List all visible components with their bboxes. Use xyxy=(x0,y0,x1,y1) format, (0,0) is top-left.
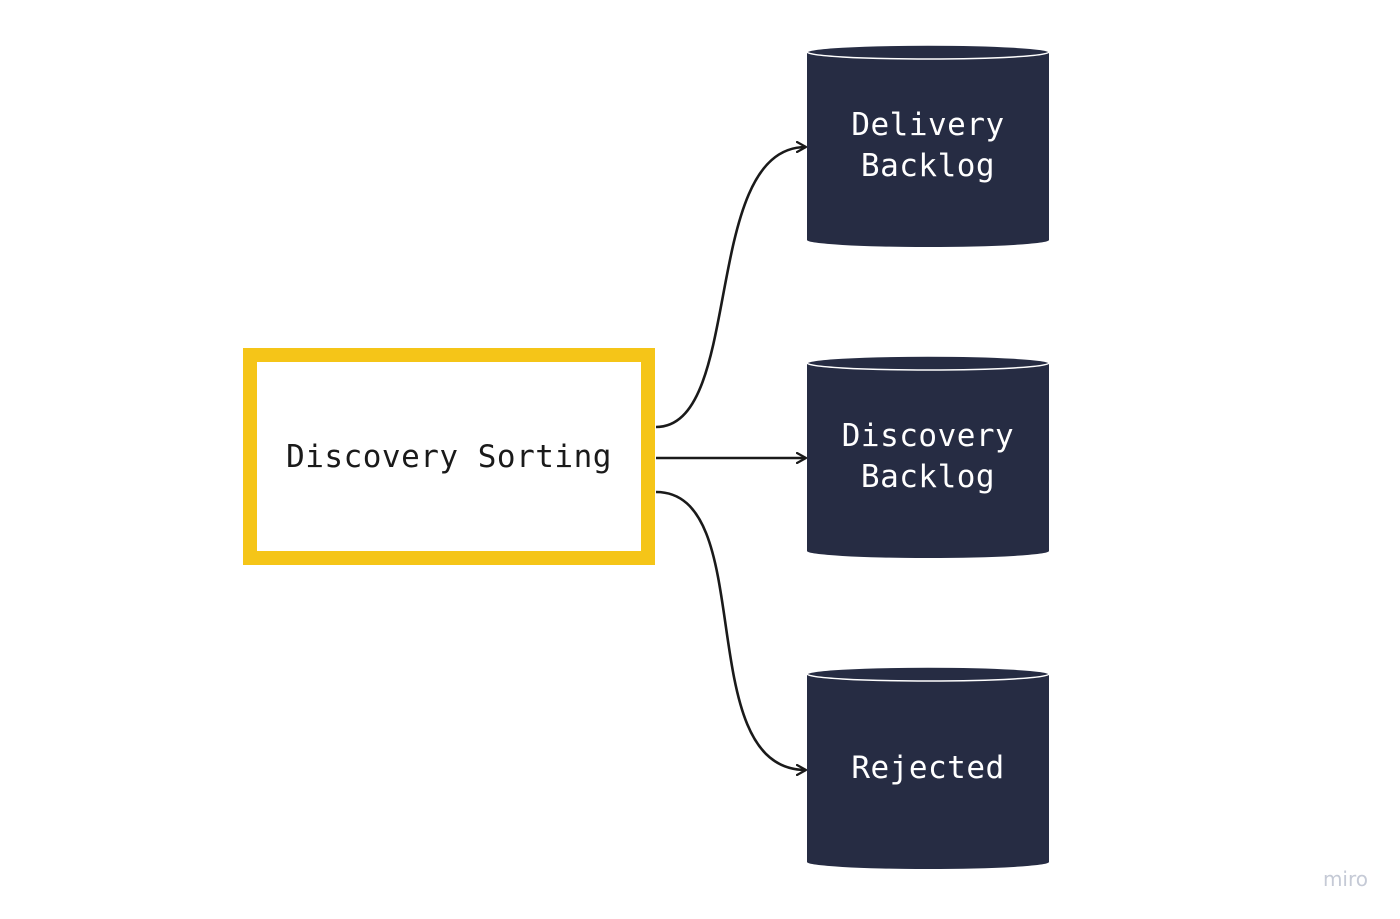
cylinder-rejected[interactable]: Rejected xyxy=(806,666,1050,869)
cylinder-top xyxy=(806,44,1050,60)
cylinder-label-line-1: Discovery xyxy=(842,418,1014,454)
cylinder-label-line-2: Backlog xyxy=(861,148,995,184)
cylinder-delivery-backlog[interactable]: Delivery Backlog xyxy=(806,44,1050,247)
cylinder-body xyxy=(807,674,1049,869)
edge-to-delivery-backlog xyxy=(655,147,806,429)
edges xyxy=(655,147,806,770)
cylinder-body xyxy=(807,363,1049,558)
cylinder-label-line-1: Rejected xyxy=(851,750,1004,786)
cylinder-body xyxy=(807,52,1049,247)
cylinder-top xyxy=(806,666,1050,682)
cylinder-top xyxy=(806,355,1050,371)
cylinder-label-line-1: Delivery xyxy=(851,107,1004,143)
watermark-logo: miro xyxy=(1323,867,1368,891)
cylinder-label-line-2: Backlog xyxy=(861,459,995,495)
node-discovery-sorting-border xyxy=(243,348,655,565)
edge-to-rejected xyxy=(655,490,806,770)
node-discovery-sorting[interactable]: Discovery Sorting xyxy=(243,348,655,565)
node-discovery-sorting-label: Discovery Sorting xyxy=(286,439,612,475)
cylinder-discovery-backlog[interactable]: Discovery Backlog xyxy=(806,355,1050,558)
